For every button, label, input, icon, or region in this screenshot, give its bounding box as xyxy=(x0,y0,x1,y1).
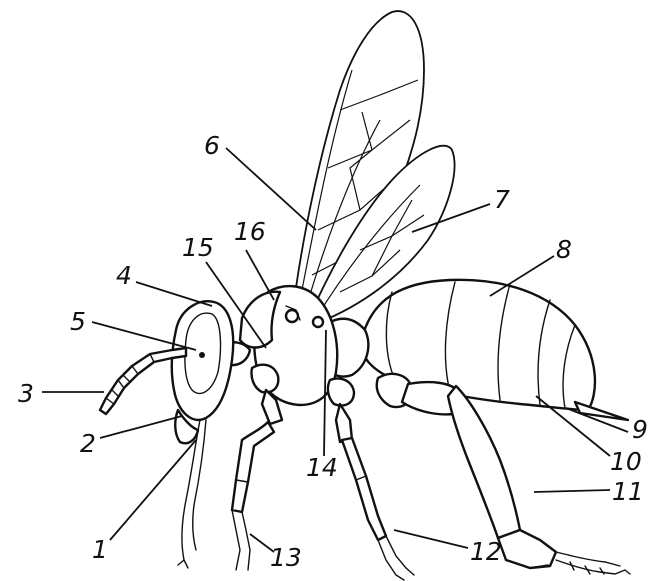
label-9: 9 xyxy=(632,415,648,444)
label-8: 8 xyxy=(556,235,572,264)
label-4: 4 xyxy=(116,261,132,290)
label-1: 1 xyxy=(92,535,108,564)
middle-leg xyxy=(328,379,414,581)
label-15: 15 xyxy=(182,233,214,262)
label-14: 14 xyxy=(306,453,338,482)
leader-line-4 xyxy=(136,282,212,306)
label-10: 10 xyxy=(610,447,642,476)
label-12: 12 xyxy=(470,537,502,566)
label-5: 5 xyxy=(70,307,86,336)
label-6: 6 xyxy=(204,131,220,160)
leader-line-11 xyxy=(534,490,610,492)
label-13: 13 xyxy=(270,543,302,572)
leader-line-16 xyxy=(246,250,274,300)
label-3: 3 xyxy=(18,379,34,408)
label-7: 7 xyxy=(494,185,510,214)
head xyxy=(172,301,233,443)
label-16: 16 xyxy=(234,217,266,246)
label-11: 11 xyxy=(612,477,644,506)
label-2: 2 xyxy=(80,429,96,458)
leader-line-12 xyxy=(394,530,468,548)
leader-line-2 xyxy=(100,416,182,438)
